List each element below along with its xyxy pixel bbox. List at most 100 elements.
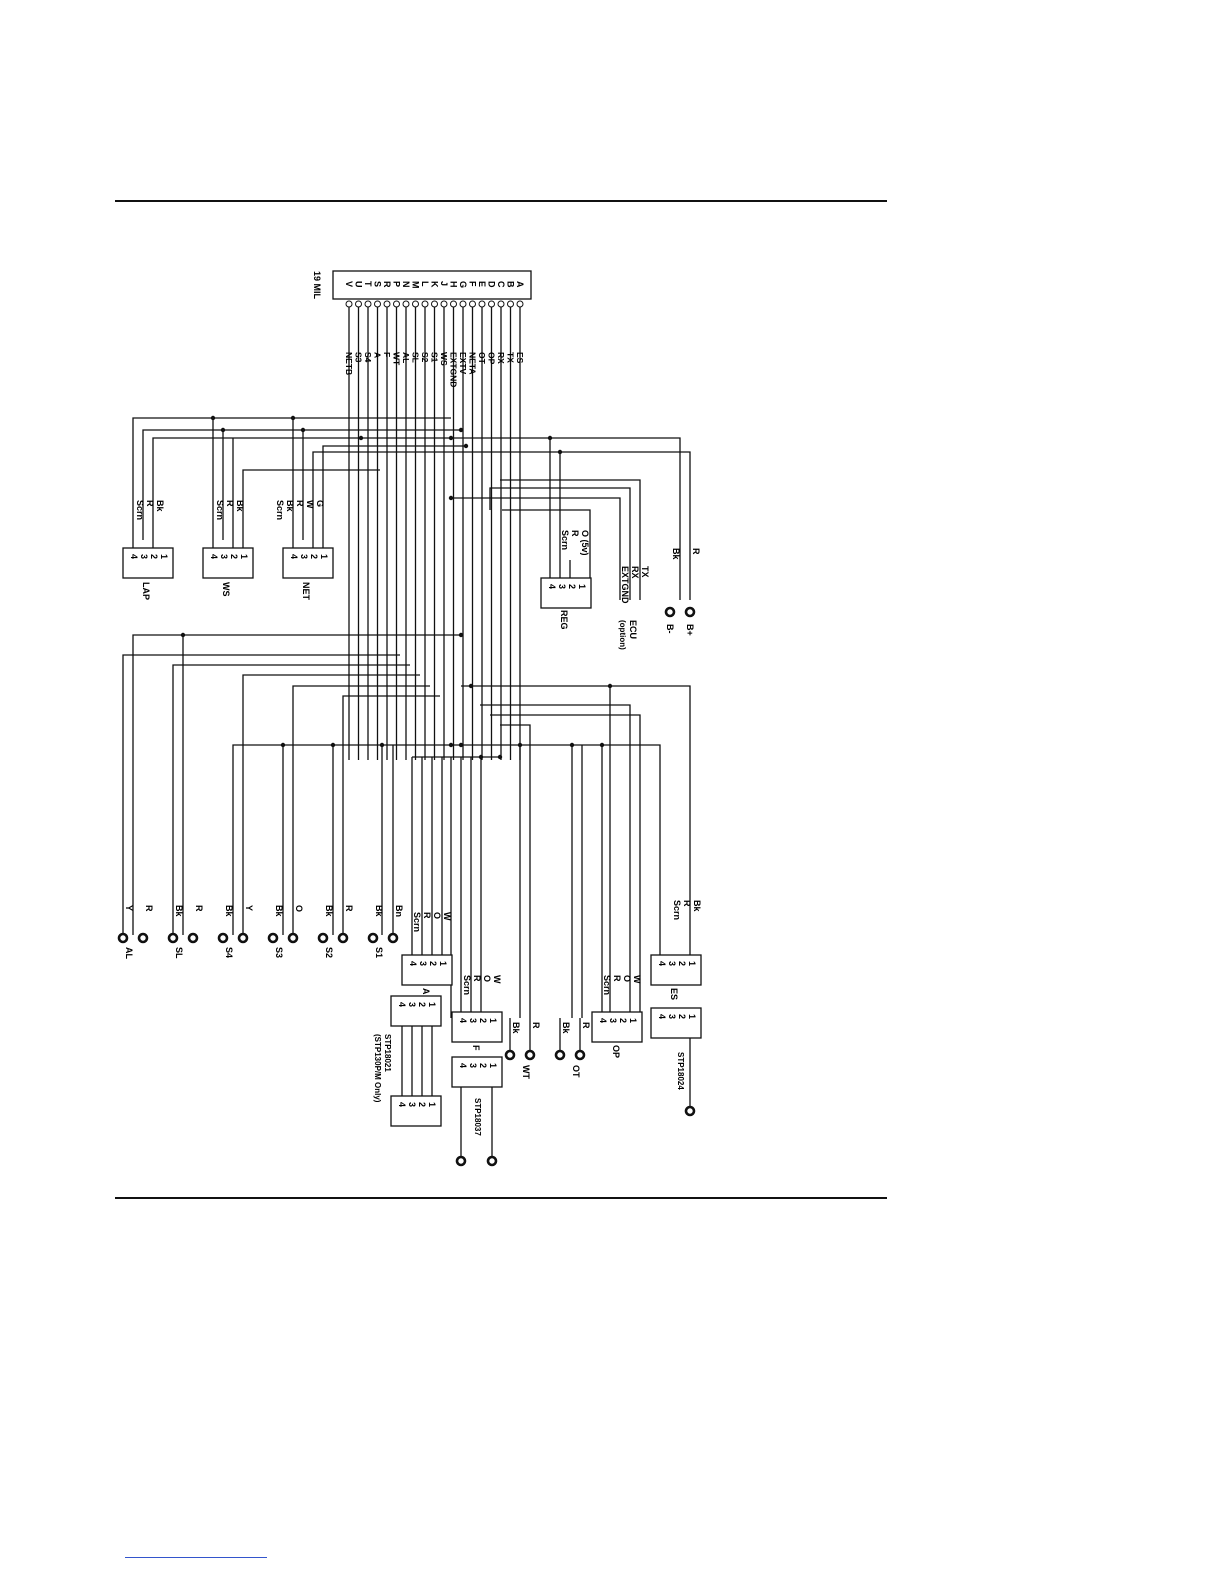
wire-color-label: R (194, 905, 204, 912)
wire-color-label: R (682, 900, 692, 907)
junction-dot (379, 742, 385, 748)
wire (242, 469, 380, 548)
connector-signal-label: F (382, 352, 392, 357)
wire-color-label: W (632, 975, 642, 984)
connector-19mil-body (332, 270, 532, 300)
module-pin-number: 3 (407, 1002, 417, 1007)
terminal-icon (167, 932, 179, 944)
sensor-label: SL (174, 947, 184, 959)
stp18024-box (650, 1007, 702, 1039)
connector-pin-letter: M (411, 281, 421, 289)
stp18021-top-box (390, 995, 442, 1027)
junction-dot (458, 427, 464, 433)
sensor-label: S3 (274, 947, 284, 958)
wire (132, 417, 451, 560)
wire-color-label: R (612, 975, 622, 982)
wire-color-label: Bk (511, 1022, 521, 1034)
wire-color-label: R (472, 975, 482, 982)
sensor-label: S4 (224, 947, 234, 958)
terminal-icon (317, 932, 329, 944)
connector-pin-icon (469, 300, 476, 308)
wire-color-label: W (492, 975, 502, 984)
stp18024-label: STP18024 (676, 1052, 685, 1090)
terminal-icon (554, 1049, 566, 1061)
wire-color-label: R (295, 500, 305, 507)
bottom-rule (115, 1197, 887, 1199)
ecu-label: ECU (628, 620, 638, 639)
module-pin-number: 4 (598, 1018, 608, 1023)
wire-color-label: Bn (394, 905, 404, 917)
terminal-icon (187, 932, 199, 944)
wire (500, 479, 641, 600)
wire-color-label: R (145, 500, 155, 507)
wire-color-label: Bk (374, 905, 384, 917)
connector-signal-label: EXTV (458, 352, 468, 375)
junction-dot (497, 754, 503, 760)
connector-pin-icon (383, 300, 391, 308)
module-pin-number: 3 (667, 961, 677, 966)
wire (292, 685, 430, 935)
terminal-icon (337, 932, 349, 944)
junction-dot (448, 742, 454, 748)
connector-pin-letter: A (515, 281, 525, 288)
wire-color-label: Bk (224, 905, 234, 917)
module-pin-number: 2 (309, 554, 319, 559)
module-pin-number: 1 (628, 1018, 638, 1023)
terminal-icon (524, 1049, 536, 1061)
module-pin-number: 1 (427, 1002, 437, 1007)
junction-dot (547, 435, 553, 441)
wire-color-label: O (294, 905, 304, 912)
wire-color-label: R (422, 912, 432, 919)
terminal-icon (574, 1049, 586, 1061)
module-pin-number: 2 (417, 1002, 427, 1007)
wire-color-label: Bk (324, 905, 334, 917)
sensor-label: AL (124, 947, 134, 959)
module-pin-number: 1 (159, 554, 169, 559)
terminal-icon (267, 932, 279, 944)
module-lap-label: LAP (141, 582, 151, 600)
connector-pin-letter: S (373, 281, 383, 287)
module-pin-number: 2 (229, 554, 239, 559)
module-pin-number: 3 (139, 554, 149, 559)
module-pin-number: 1 (427, 1102, 437, 1107)
connector-pin-icon (374, 300, 381, 308)
junction-dot (448, 495, 454, 501)
wire-color-label: R (144, 905, 154, 912)
module-pin-number: 1 (687, 1014, 697, 1019)
module-pin-number: 1 (577, 584, 587, 589)
stp18021-note: (STP130P/M Only) (373, 1034, 382, 1103)
connector-pin-letter: F (468, 281, 478, 287)
connector-pin-icon (478, 300, 486, 308)
module-net-label: NET (301, 582, 311, 601)
connector-signal-label: TX (506, 352, 516, 363)
wire (132, 634, 461, 935)
wire-color-label: Scrn (672, 900, 682, 920)
wire (451, 497, 621, 600)
wire-color-label: R (691, 548, 701, 555)
wire (232, 744, 661, 955)
connector-pin-icon (507, 300, 514, 308)
module-pin-number: 3 (667, 1014, 677, 1019)
footer-link-underline (125, 1557, 267, 1558)
junction-dot (210, 415, 216, 421)
module-pin-number: 4 (547, 584, 557, 589)
terminal-icon (684, 1105, 696, 1117)
connector-pin-icon (459, 300, 467, 308)
terminal-icon (684, 606, 696, 618)
stp18037-label: STP18037 (473, 1098, 482, 1136)
connector-pin-letter: H (449, 281, 459, 288)
terminal-icon (217, 932, 229, 944)
module-pin-number: 3 (608, 1018, 618, 1023)
module-pin-number: 4 (209, 554, 219, 559)
connector-signal-label: EXTGND (449, 352, 459, 387)
connector-pin-letter: P (392, 281, 402, 287)
connector-signal-label: OT (477, 352, 487, 365)
ecu-line-label: RX (630, 566, 640, 579)
wire-color-label: Y (124, 905, 134, 911)
module-pin-number: 2 (567, 584, 577, 589)
connector-pin-icon (393, 300, 400, 308)
connector-pin-icon (450, 300, 457, 308)
module-pin-number: 4 (458, 1063, 468, 1068)
